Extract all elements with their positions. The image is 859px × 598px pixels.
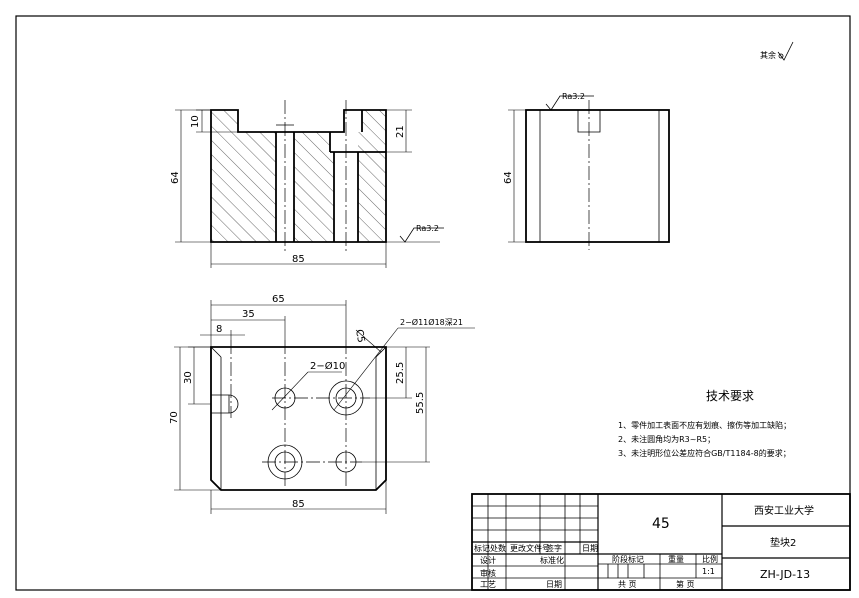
tb-drawing-no: ZH-JD-13 xyxy=(760,568,810,581)
tb-label-date: 日期 xyxy=(582,544,598,553)
tech-req-item-3: 3、未注明形位公差应符合GB/T1184-8的要求； xyxy=(618,448,791,458)
tb-label-standardize: 标准化 xyxy=(540,555,564,565)
top-dim-70: 70 xyxy=(169,411,180,424)
tb-scale-value: 1:1 xyxy=(702,567,715,576)
front-dim-height: 64 xyxy=(170,171,181,184)
tb-sheet-total: 共 页 xyxy=(618,580,637,589)
front-view: 64 10 21 85 Ra3.2 xyxy=(170,100,444,268)
top-view: 65 35 8 30 70 25.5 55.5 85 xyxy=(169,294,475,514)
general-roughness-symbol: 其余 xyxy=(760,41,794,61)
front-hatch-center-right xyxy=(358,152,386,242)
top-dim-8: 8 xyxy=(216,324,222,335)
top-dim-30: 30 xyxy=(183,371,194,384)
front-roughness-symbol: Ra3.2 xyxy=(386,224,444,243)
tech-req-title: 技术要求 xyxy=(706,389,754,403)
tb-label-count: 处数 xyxy=(490,543,506,553)
tb-scale-label: 比例 xyxy=(702,554,718,564)
tb-label-mark: 标记 xyxy=(474,543,490,553)
tb-school: 西安工业大学 xyxy=(754,504,814,517)
front-dim-width: 85 xyxy=(292,254,305,265)
tb-sheet-no: 第 页 xyxy=(676,579,695,589)
top-dim-65: 65 xyxy=(272,294,285,305)
side-roughness-value: Ra3.2 xyxy=(562,92,585,101)
tech-req-item-1: 1、零件加工表面不应有划痕、擦伤等加工缺陷； xyxy=(618,420,791,430)
side-roughness-symbol: Ra3.2 xyxy=(545,92,594,111)
title-block: 45 西安工业大学 垫块2 ZH-JD-13 标记 处数 更改文件号 签字 日期… xyxy=(471,493,851,591)
top-dim-55-5: 55.5 xyxy=(415,392,426,414)
top-dim-25-5: 25.5 xyxy=(395,362,406,384)
tb-weight-label: 重量 xyxy=(668,554,684,564)
general-roughness-label: 其余 xyxy=(760,50,776,60)
side-dim-height: 64 xyxy=(503,171,514,184)
front-hatch-center-left xyxy=(294,132,334,242)
top-hole-note-1: 2−Ø10 xyxy=(310,360,345,372)
top-dim-35: 35 xyxy=(242,309,255,320)
tb-label-change-doc: 更改文件号 xyxy=(510,543,550,553)
drawing-border xyxy=(15,15,851,591)
tb-label-design: 设计 xyxy=(480,555,496,565)
front-hatch-right xyxy=(358,110,386,152)
front-roughness-value: Ra3.2 xyxy=(416,224,439,233)
tb-label-sign: 签字 xyxy=(546,543,562,553)
top-dim-85: 85 xyxy=(292,499,305,510)
top-hole-note-2: 2−Ø11Ø18深21 xyxy=(400,317,463,327)
tb-material: 45 xyxy=(652,516,670,532)
side-view: 64 Ra3.2 xyxy=(503,92,670,250)
front-dim-step-21: 21 xyxy=(395,125,406,138)
top-chamfer-note: C5 xyxy=(353,329,366,344)
tb-stage-label: 阶段标记 xyxy=(612,554,644,564)
front-hatch-left xyxy=(211,110,276,242)
front-dim-step-10: 10 xyxy=(190,115,201,128)
tech-req-item-2: 2、未注圆角均为R3~R5； xyxy=(618,434,715,444)
tb-part-name: 垫块2 xyxy=(770,536,796,549)
tb-label-review: 审核 xyxy=(480,568,496,578)
tb-label-date2: 日期 xyxy=(546,580,562,589)
technical-requirements: 技术要求 1、零件加工表面不应有划痕、擦伤等加工缺陷； 2、未注圆角均为R3~R… xyxy=(618,389,791,458)
tb-label-process: 工艺 xyxy=(480,580,496,589)
